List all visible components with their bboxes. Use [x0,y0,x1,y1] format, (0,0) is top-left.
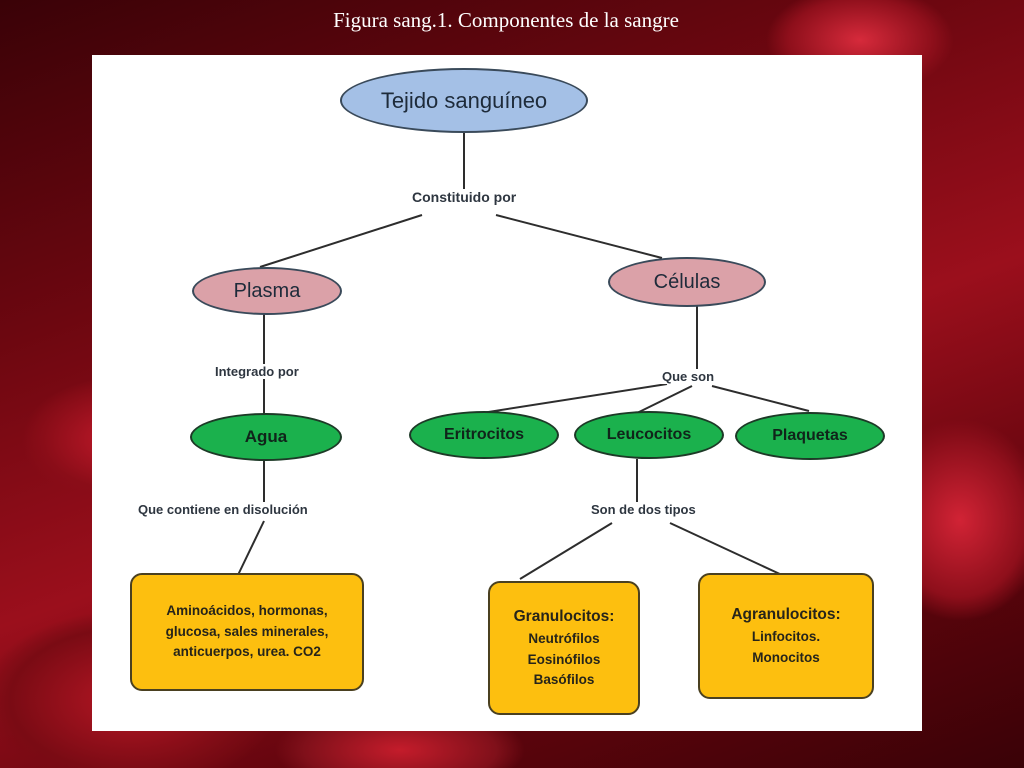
agua-link-label: Que contiene en disolución [136,502,310,517]
slide-title: Figura sang.1. Componentes de la sangre [333,8,679,32]
root-link-label: Constituido por [410,189,519,205]
leucocitos-node: Leucocitos [574,411,724,459]
line-link-to-agranulocitos [669,522,783,576]
granulocitos-item-3: Basófilos [533,672,595,688]
leucocitos-label: Leucocitos [606,426,692,443]
contents-line-3: anticuerpos, urea. CO2 [173,644,321,660]
granulocitos-box: Granulocitos: Neutrófilos Eosinófilos Ba… [488,581,640,715]
line-link-to-leucocitos [636,385,693,414]
connector-lines [237,133,810,580]
root-label: Tejido sanguíneo [380,87,548,113]
agranulocitos-title: Agranulocitos: [731,606,841,624]
eritrocitos-node: Eritrocitos [409,411,559,459]
granulocitos-item-2: Eosinófilos [527,651,601,667]
line-link-to-eritrocitos [481,383,668,414]
root-node: Tejido sanguíneo [340,68,588,133]
contents-line-1: Aminoácidos, hormonas, [166,602,328,618]
granulocitos-title: Granulocitos: [513,607,615,625]
line-link-to-celulas [495,214,663,259]
agranulocitos-box: Agranulocitos: Linfocitos. Monocitos [698,573,874,699]
plaquetas-node: Plaquetas [735,412,885,460]
agranulocitos-item-1: Linfocitos. [751,629,821,645]
diagram-panel: Tejido sanguíneo Constituido por Plasma … [92,55,922,731]
leucocitos-link-label: Son de dos tipos [589,502,698,517]
plasma-label: Plasma [233,279,301,302]
line-link-to-granulocitos [519,522,613,580]
agua-label: Agua [244,427,288,446]
plasma-contents-box: Aminoácidos, hormonas, glucosa, sales mi… [130,573,364,691]
plasma-node: Plasma [192,267,342,315]
celulas-link-label: Que son [660,369,717,384]
plaquetas-label: Plaquetas [772,427,848,444]
eritrocitos-label: Eritrocitos [443,426,524,443]
concept-map: Tejido sanguíneo Constituido por Plasma … [92,55,922,731]
granulocitos-item-1: Neutrófilos [528,630,600,646]
line-link-to-plaquetas [711,385,810,412]
line-link-to-plasma [259,214,423,268]
line-link-to-contents [237,520,265,576]
celulas-node: Células [608,257,766,307]
agranulocitos-item-2: Monocitos [752,650,820,665]
plasma-link-label: Integrado por [213,364,301,379]
contents-line-2: glucosa, sales minerales, [165,623,329,639]
agua-node: Agua [190,413,342,461]
celulas-label: Células [653,270,721,293]
